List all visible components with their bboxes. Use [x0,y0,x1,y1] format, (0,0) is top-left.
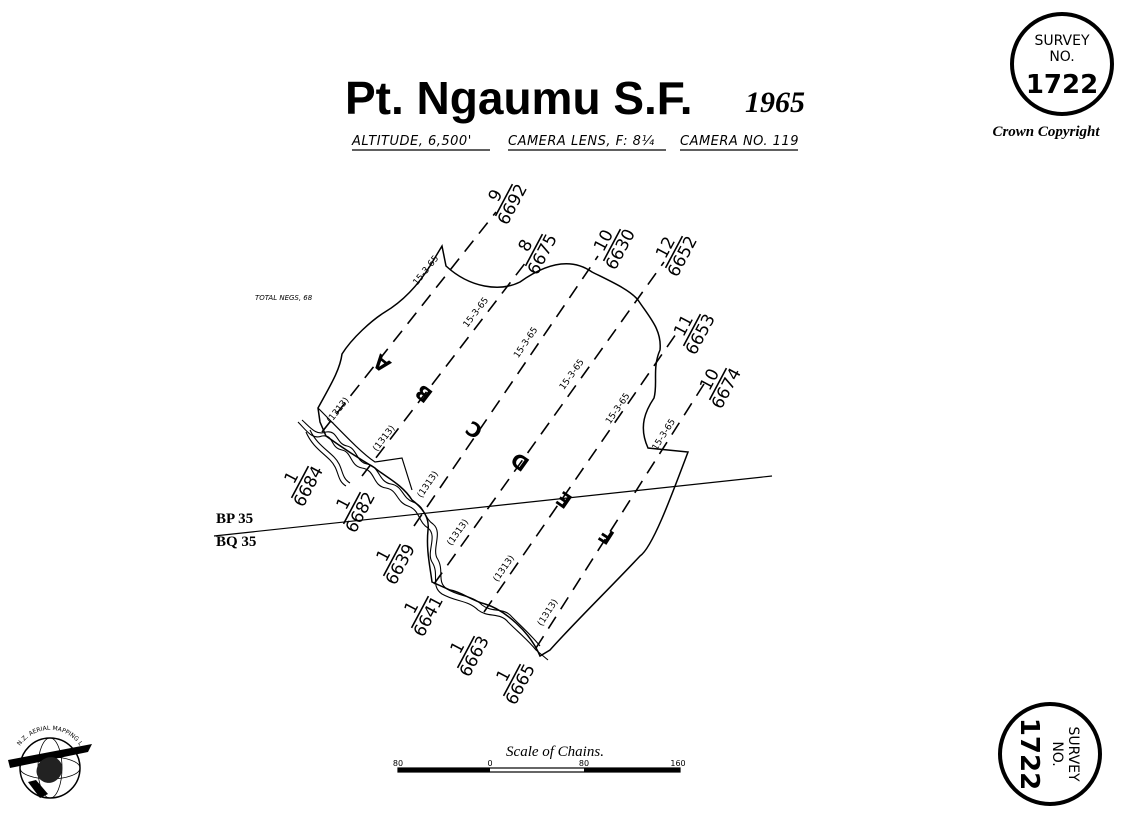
run-a-date: 15-3-65 [412,254,442,288]
run-d-flight-line [433,261,665,585]
run-a-letter: A [368,349,395,378]
seal-top-line1: SURVEY [1034,33,1090,49]
run-d-start-negative-divider [410,595,430,629]
run-a-start-negative-divider [290,465,310,499]
flight-runs: A15-3-65(1313)1668496692B15-3-65(1313)16… [281,181,746,709]
run-b-date: 15-3-65 [462,296,491,330]
run-e-flight-line [483,333,677,613]
scale-tick-1: 0 [487,759,492,768]
logo-wing-icon [8,744,92,768]
run-f-camera: (1313) [536,598,561,629]
sheet-label-lower: BQ 35 [216,534,256,550]
sheet-label-upper: BP 35 [216,511,253,527]
run-b-end-negative-divider [524,233,544,267]
survey-seal-bottom: SURVEY NO. 1722 [998,702,1102,806]
map-title: Pt. Ngaumu S.F. [345,72,693,124]
scale-bar-segment-left [398,768,490,772]
scale-bar-segment-right [584,768,680,772]
run-c-start-negative-divider [382,543,402,577]
scale-tick-2: 80 [579,759,589,768]
scale-title: Scale of Chains. [506,744,604,760]
run-d-camera: (1313) [446,518,472,548]
run-b-camera: (1313) [371,424,397,454]
company-logo: N.Z. AERIAL MAPPING LTD [8,725,92,799]
run-c-camera: (1313) [416,470,441,500]
run-c-date: 15-3-65 [512,326,540,361]
altitude-label: ALTITUDE, 6,500' [351,134,472,149]
map-year: 1965 [745,86,805,119]
scale-bar: Scale of Chains. 80 0 80 160 [393,744,686,773]
run-b-start-negative-divider [342,491,362,525]
inner-boundary-line [317,407,413,491]
run-d-date: 15-3-65 [558,358,587,392]
run-e-end-negative-divider [682,313,702,347]
seal-bottom-line1: SURVEY [1065,726,1081,782]
survey-seal-top: SURVEY NO. 1722 [1010,12,1114,116]
camera-lens-label: CAMERA LENS, F: 8¼ [508,134,655,149]
run-a-end-negative-divider [494,183,514,217]
run-c-end-negative-divider [602,228,622,262]
sheet-boundary-line [213,475,773,537]
crown-copyright: Crown Copyright [992,124,1100,140]
run-c-flight-line [413,255,599,527]
run-f-end-negative-divider [708,367,728,401]
scale-tick-0: 80 [393,759,403,768]
run-e-start-negative-divider [456,635,476,669]
run-f-start-negative-divider [502,663,522,697]
run-f-flight-line [535,383,705,649]
camera-number-label: CAMERA NO. 119 [680,134,799,149]
seal-top-number: 1722 [1026,70,1098,100]
seal-bottom-number: 1722 [1014,718,1044,790]
total-negatives-note: TOTAL NEGS, 68 [255,294,313,302]
run-d-end-negative-divider [664,235,684,269]
forest-boundary [317,243,690,658]
run-e-date: 15-3-65 [604,392,632,427]
run-a-camera: (1313) [325,396,351,426]
seal-bottom-line2: NO. [1049,741,1065,766]
scale-tick-3: 160 [670,759,685,768]
run-a-flight-line [321,211,497,433]
run-f-letter: F [594,522,618,550]
seal-top-line2: NO. [1049,49,1074,65]
run-c-letter: C [461,416,487,444]
